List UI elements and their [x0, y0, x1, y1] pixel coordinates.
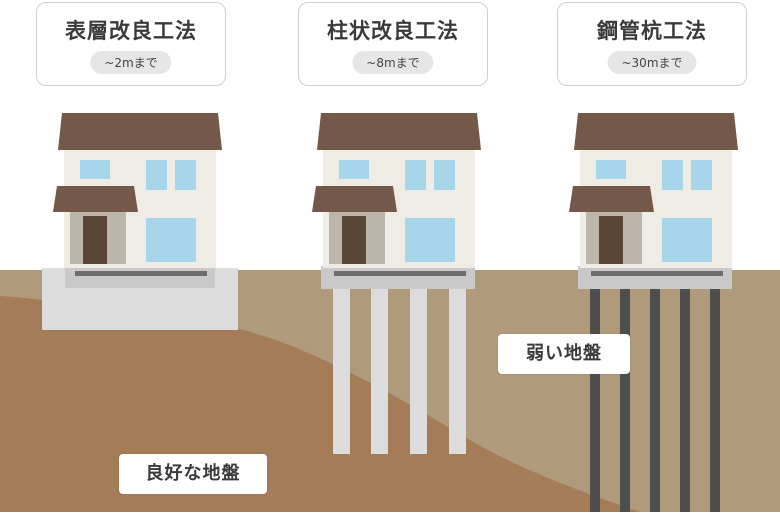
house-roof: [574, 113, 738, 150]
method-depth-badge: ~30mまで: [607, 51, 697, 74]
method-depth-badge: ~8mまで: [352, 51, 434, 74]
house-column-method: [312, 113, 481, 454]
house-roof: [317, 113, 481, 150]
method-title: 柱状改良工法: [327, 19, 459, 43]
porch-roof: [53, 186, 138, 212]
foundation: [65, 266, 215, 288]
window-icon: [146, 218, 196, 262]
window-icon: [405, 218, 455, 262]
foundation: [321, 266, 475, 289]
steel-pile: [590, 288, 600, 512]
window-icon: [175, 160, 196, 190]
window-icon: [80, 160, 110, 179]
window-icon: [405, 160, 426, 190]
window-icon: [339, 160, 369, 179]
method-depth-badge: ~2mまで: [90, 51, 172, 74]
method-card-column: 柱状改良工法 ~8mまで: [298, 2, 488, 86]
method-title: 鋼管杭工法: [597, 19, 707, 43]
steel-pile: [710, 288, 720, 512]
door-icon: [342, 216, 366, 264]
method-title: 表層改良工法: [65, 19, 197, 43]
soil-column: [449, 288, 466, 454]
steel-pile: [680, 288, 690, 512]
soil-column: [333, 288, 350, 454]
window-icon: [146, 160, 167, 190]
door-icon: [83, 216, 107, 264]
door-icon: [599, 216, 623, 264]
foundation: [578, 266, 732, 289]
window-icon: [662, 218, 712, 262]
foundation-slit: [591, 271, 723, 276]
porch-roof: [569, 186, 654, 212]
house-roof: [58, 113, 222, 150]
soil-column: [371, 288, 388, 454]
window-icon: [691, 160, 712, 190]
house-steel-pile-method: [569, 113, 738, 512]
house-surface-method: [42, 113, 238, 330]
window-icon: [434, 160, 455, 190]
porch-roof: [312, 186, 397, 212]
soil-column: [410, 288, 427, 454]
window-icon: [662, 160, 683, 190]
steel-pile: [650, 288, 660, 512]
weak-ground-label: 弱い地盤: [498, 334, 630, 374]
foundation-slit: [75, 271, 207, 276]
good-ground-label: 良好な地盤: [119, 454, 267, 494]
method-card-surface: 表層改良工法 ~2mまで: [36, 2, 226, 86]
steel-pile: [620, 288, 630, 512]
foundation-slit: [334, 271, 466, 276]
window-icon: [596, 160, 626, 179]
method-card-steel-pile: 鋼管杭工法 ~30mまで: [557, 2, 747, 86]
